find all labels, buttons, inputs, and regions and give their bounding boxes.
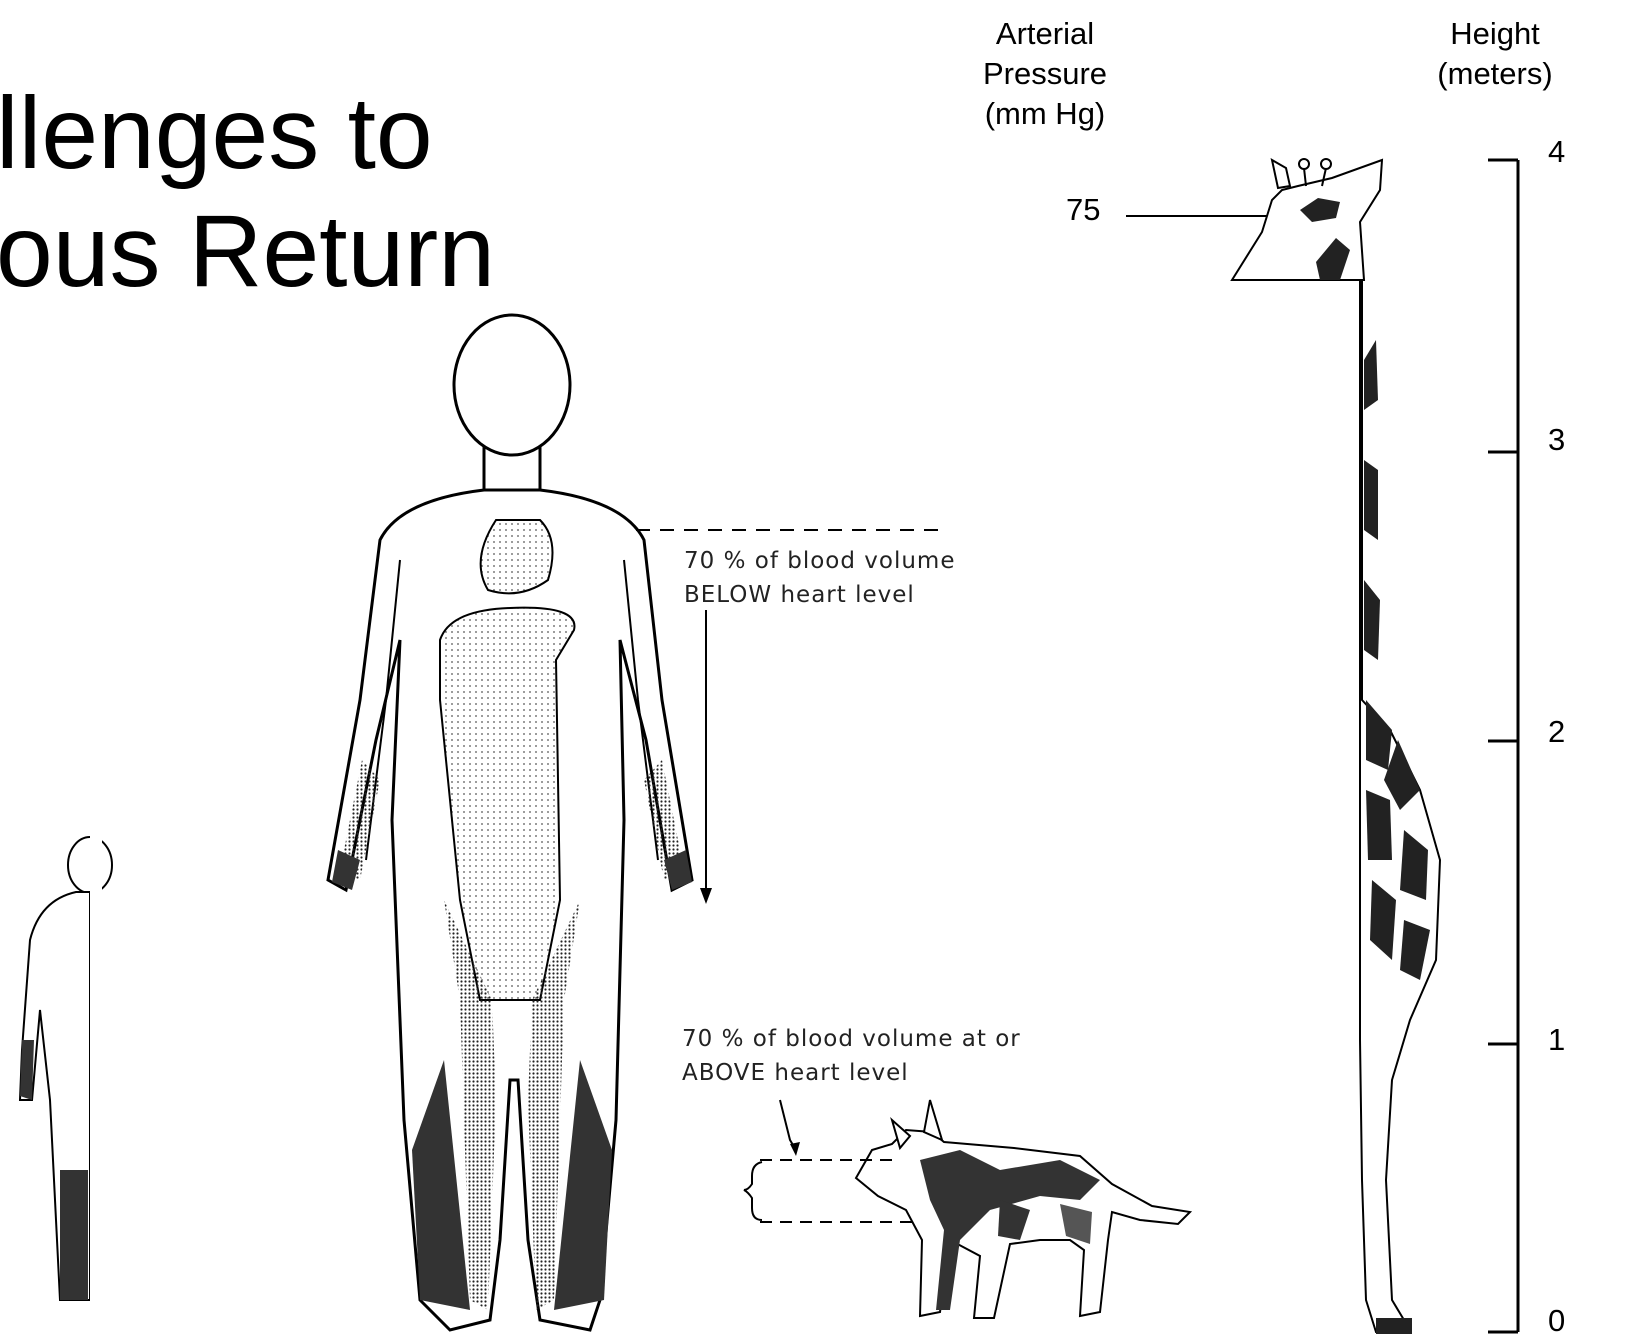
height-header-line-2: (meters) xyxy=(1420,54,1570,94)
human-annotation-line-1: 70 % of blood volume xyxy=(684,544,955,578)
human-annotation-line-2: BELOW heart level xyxy=(684,578,915,612)
height-tick-0: 0 xyxy=(1548,1305,1565,1336)
dog-annotation-line-2: ABOVE heart level xyxy=(682,1056,909,1090)
dog-annotation-line-1: 70 % of blood volume at or xyxy=(682,1022,1021,1056)
height-tick-1: 1 xyxy=(1548,1024,1565,1055)
height-header: Height (meters) xyxy=(1420,14,1570,94)
slide-title-line-2: ous Return xyxy=(0,200,495,302)
slide-title-line-1: llenges to xyxy=(0,82,433,184)
arterial-pressure-header-line-2: Pressure xyxy=(955,54,1135,94)
height-tick-2: 2 xyxy=(1548,716,1565,747)
pressure-reading-75: 75 xyxy=(1066,194,1100,225)
height-header-line-1: Height xyxy=(1420,14,1570,54)
arterial-pressure-header-line-1: Arterial xyxy=(955,14,1135,54)
arterial-pressure-header-line-3: (mm Hg) xyxy=(955,94,1135,134)
height-tick-4: 4 xyxy=(1548,136,1565,167)
arterial-pressure-header: Arterial Pressure (mm Hg) xyxy=(955,14,1135,134)
height-tick-3: 3 xyxy=(1548,424,1565,455)
